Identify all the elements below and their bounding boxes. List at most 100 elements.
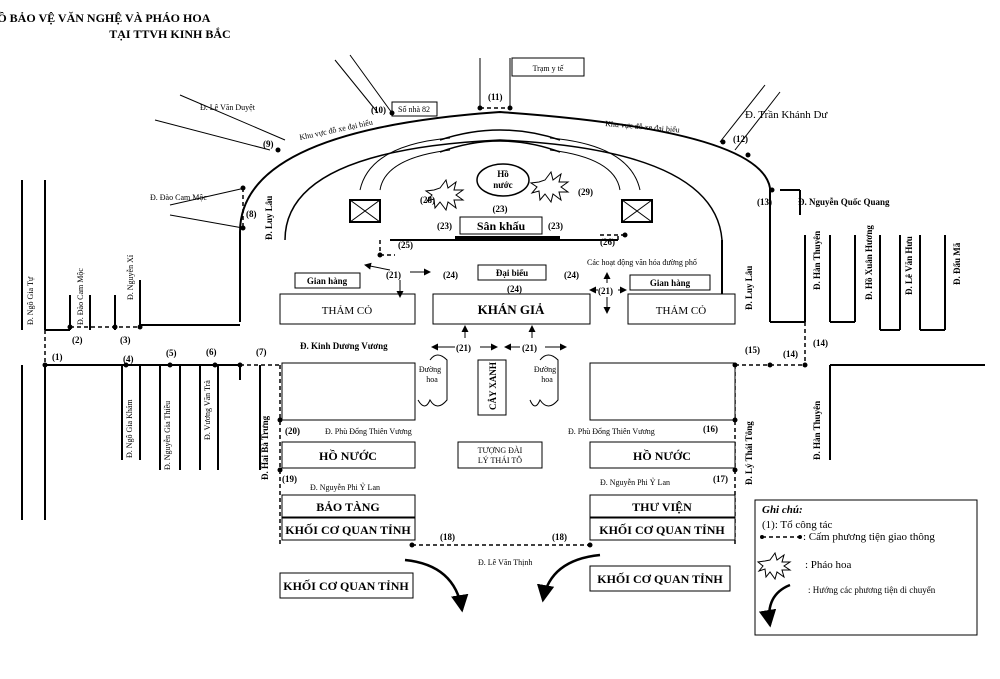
legend-title: Ghi chú:	[762, 504, 803, 516]
delegates-box	[477, 264, 547, 281]
house-number-box	[391, 101, 438, 117]
street-luy-lau-left: Đ. Luy Lâu	[264, 196, 274, 240]
firework-icon-29	[529, 170, 570, 204]
street-phi-y-lan-left: Đ. Nguyễn Phi Ỷ Lan	[310, 482, 380, 492]
flower-path-right	[529, 354, 559, 407]
house-number-label: Số nhà 82	[398, 105, 430, 114]
block-right-upper	[589, 362, 736, 421]
street-kinh-duong-vuong: Đ. Kinh Dương Vương	[300, 341, 388, 351]
pond-right-label: HỒ NƯỚC	[633, 448, 691, 463]
svg-text:(20): (20)	[285, 426, 300, 436]
audience-label: KHÁN GIẢ	[478, 302, 545, 317]
legend-item-3: : Pháo hoa	[805, 559, 852, 571]
street-nguyen-gia-thieu: Đ. Nguyễn Gia Thiều	[163, 401, 172, 470]
svg-text:(4): (4)	[123, 354, 134, 364]
grass-right	[627, 293, 736, 325]
street-le-van-thinh: Đ. Lê Văn Thịnh	[478, 558, 532, 567]
point-21-b: (21)	[598, 286, 613, 296]
street-phu-dong-right: Đ. Phù Đổng Thiên Vương	[568, 427, 655, 436]
svg-text:(16): (16)	[703, 424, 718, 434]
svg-text:(8): (8)	[246, 209, 257, 219]
svg-text:(17): (17)	[713, 474, 728, 484]
museum-label: BẢO TÀNG	[316, 500, 379, 514]
grass-left-label: THẢM CỎ	[322, 305, 372, 317]
booth-right-label: Gian hàng	[650, 278, 691, 288]
street-nguyen-quoc-quang: Đ. Nguyễn Quốc Quang	[798, 197, 890, 207]
pond-right-box	[589, 441, 736, 469]
delegates-label: Đại biểu	[496, 268, 528, 278]
radial-streets	[154, 54, 781, 229]
point-24-a: (24)	[443, 270, 458, 280]
checkpoints: (1) (2) (3) (4) (5) (6) (7) (8) (9) (10)…	[52, 92, 828, 484]
street-nguyen-xi: Đ. Nguyễn Xí	[126, 254, 135, 300]
street-phi-y-lan-right: Đ. Nguyễn Phi Ỷ Lan	[600, 477, 670, 487]
point-23-top: (23)	[493, 204, 508, 214]
street-tran-khanh-du: Đ. Trần Khánh Dư	[745, 109, 828, 121]
svg-text:Đường: Đường	[419, 365, 441, 374]
gov-block-bottom-right-label: KHỐI CƠ QUAN TỈNH	[597, 571, 723, 586]
street-le-van-duyet: Đ. Lê Văn Duyệt	[200, 103, 256, 112]
point-26: (26)	[600, 237, 615, 247]
svg-text:(6): (6)	[206, 347, 217, 357]
pond-left-box	[281, 441, 416, 469]
point-18-right: (18)	[552, 532, 567, 542]
svg-text:(15): (15)	[745, 345, 760, 355]
direction-arrow-left	[404, 558, 469, 613]
booth-right-box	[629, 274, 711, 291]
stage-box	[459, 216, 543, 235]
point-28: (28)	[420, 195, 435, 205]
stage-area	[359, 129, 641, 241]
gov-block-left	[281, 517, 416, 541]
direction-arrow-right	[536, 553, 601, 603]
block-left-upper	[281, 362, 416, 421]
library-box	[589, 494, 736, 518]
library-label: THƯ VIỆN	[632, 500, 692, 514]
stage-label: Sân khấu	[477, 219, 526, 233]
gov-block-left-label: KHỐI CƠ QUAN TỈNH	[285, 522, 411, 537]
legend-box	[754, 499, 978, 636]
firework-icon-28	[424, 178, 465, 212]
statue-label-1: TƯỢNG ĐÀI	[478, 445, 523, 455]
statue-label-2: LÝ THÁI TÔ	[478, 455, 522, 465]
point-21-c: (21)	[456, 343, 471, 353]
street-phu-dong-left: Đ. Phù Đổng Thiên Vương	[325, 427, 412, 436]
small-pond	[476, 163, 530, 197]
street-le-van-huu: Đ. Lê Văn Hưu	[904, 236, 914, 295]
svg-text:(11): (11)	[488, 92, 503, 102]
street-hai-ba-trung: Đ. Hai Bà Trưng	[260, 415, 270, 480]
grass-left	[279, 293, 416, 325]
point-21-d: (21)	[522, 343, 537, 353]
svg-text:(3): (3)	[120, 335, 131, 345]
legend-arrow-icon	[758, 583, 791, 628]
legend-item-4: : Hướng các phương tiện di chuyển	[808, 585, 936, 595]
gov-block-bottom-left-label: KHỐI CƠ QUAN TỈNH	[283, 578, 409, 593]
title-line-2: TẠI TTVH KINH BẮC	[109, 26, 230, 41]
svg-text:(14): (14)	[783, 349, 798, 359]
checkpoint-dots	[42, 105, 808, 548]
svg-text:(12): (12)	[733, 134, 748, 144]
right-side-roads	[721, 188, 985, 460]
svg-text:(10): (10)	[371, 105, 386, 115]
pond-left-label: HỒ NƯỚC	[319, 448, 377, 463]
street-dau-ma: Đ. Đẩu Mã	[952, 242, 962, 285]
flower-path-right-label: hoa	[541, 375, 553, 384]
booth-left-box	[294, 272, 361, 289]
gov-block-right-label: KHỐI CƠ QUAN TỈNH	[599, 522, 725, 537]
museum-box	[281, 494, 416, 518]
flower-path-left-label: hoa	[426, 375, 438, 384]
medical-station-box	[511, 57, 585, 77]
street-han-thuyen-top: Đ. Hàn Thuyên	[812, 231, 822, 290]
legend-item-2: : Cấm phương tiện giao thông	[803, 531, 935, 543]
gov-block-bottom-right	[589, 565, 731, 592]
audience-box	[432, 293, 591, 325]
gov-block-bottom-left	[279, 572, 414, 599]
gov-block-right	[589, 517, 736, 541]
point-24-c: (24)	[507, 284, 522, 294]
svg-text:(2): (2)	[72, 335, 83, 345]
street-culture-label: Các hoạt động văn hóa đường phố	[587, 258, 697, 267]
point-18-left: (18)	[440, 532, 455, 542]
street-vuong-van-tra: Đ. Vương Văn Trà	[203, 380, 212, 440]
small-pond-label: Hồ	[497, 169, 509, 179]
medical-station-label: Trạm y tế	[533, 64, 564, 73]
